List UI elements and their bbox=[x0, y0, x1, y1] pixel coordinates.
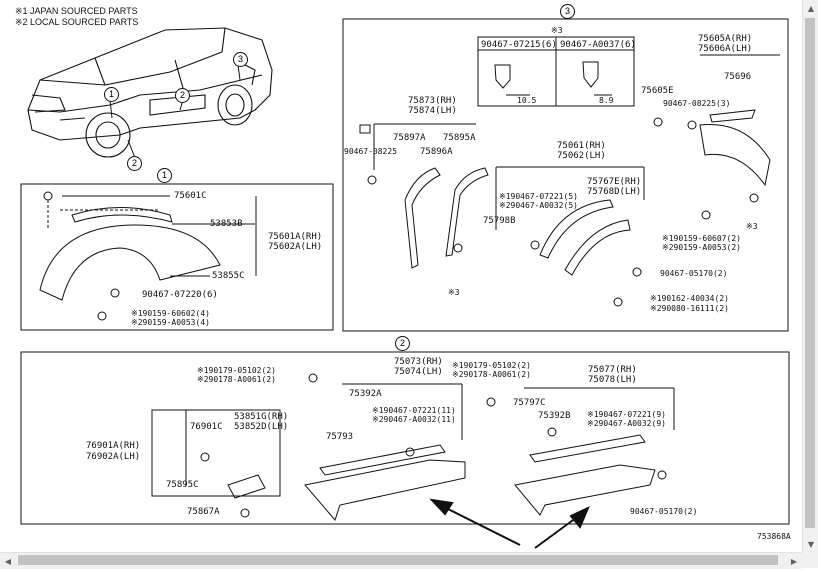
part-290467-9: ※290467-A0032(9) bbox=[587, 419, 666, 428]
part-190179a: ※190179-05102(2) bbox=[197, 366, 276, 375]
part-290467-5: ※290467-A0032(5) bbox=[499, 201, 578, 210]
part-190159-r: ※190159-60607(2) bbox=[662, 234, 741, 243]
clip1-part: 90467-07215(6) bbox=[481, 40, 557, 50]
scrollbar-corner bbox=[802, 552, 818, 568]
diagram-drawing bbox=[20, 18, 790, 549]
part-75895A: 75895A bbox=[443, 133, 476, 143]
part-53852D: 53852D(LH) bbox=[234, 422, 289, 432]
box-1-frame bbox=[20, 183, 334, 331]
part-75605A: 75605A(RH) bbox=[698, 34, 753, 44]
scroll-down-icon[interactable]: ▼ bbox=[807, 539, 815, 549]
callout-1: 1 bbox=[104, 87, 119, 102]
part-75767E: 75767E(RH) bbox=[587, 177, 642, 187]
part-90467-08225a: 90467-08225 bbox=[344, 147, 397, 156]
part-75874: 75874(LH) bbox=[408, 106, 457, 116]
scroll-up-icon[interactable]: ▲ bbox=[807, 3, 815, 13]
box-3-frame bbox=[342, 18, 789, 332]
part-75077: 75077(RH) bbox=[588, 365, 637, 375]
pointer-arrows bbox=[429, 498, 590, 549]
part-75897A: 75897A bbox=[393, 133, 426, 143]
part-75696: 75696 bbox=[724, 72, 752, 82]
part-75601A: 75601A(RH) bbox=[268, 232, 323, 242]
part-75605E: 75605E bbox=[641, 86, 674, 96]
box3-circle: 3 bbox=[560, 4, 575, 19]
part-75867A: 75867A bbox=[187, 507, 220, 517]
box2-rocker-moldings bbox=[185, 373, 675, 521]
part-290159-r: ※290159-A0053(2) bbox=[662, 243, 741, 252]
part-75073: 75073(RH) bbox=[394, 357, 443, 367]
part-75062: 75062(LH) bbox=[557, 151, 606, 161]
clip-note: ※3 bbox=[551, 26, 563, 35]
callout-2b: 2 bbox=[127, 156, 142, 171]
part-75392B: 75392B bbox=[538, 411, 571, 421]
part-76901A: 76901A(RH) bbox=[86, 441, 141, 451]
part-90467-07220: 90467-07220(6) bbox=[142, 290, 218, 300]
car-illustration bbox=[27, 27, 273, 158]
part-290080: ※290080-16111(2) bbox=[650, 304, 729, 313]
part-75798B: 75798B bbox=[483, 216, 516, 226]
box-2-frame bbox=[20, 351, 790, 525]
part-75768D: 75768D(LH) bbox=[587, 187, 642, 197]
part-90467-05170: 90467-05170(2) bbox=[660, 269, 728, 278]
horizontal-scroll-thumb[interactable] bbox=[18, 555, 778, 565]
box-2-inset-frame bbox=[151, 409, 281, 497]
part-190467-5: ※190467-07221(5) bbox=[499, 192, 578, 201]
part-75606A: 75606A(LH) bbox=[698, 44, 753, 54]
part-53853B: 53853B bbox=[210, 219, 243, 229]
part-75601C: 75601C bbox=[174, 191, 207, 201]
part-290178a: ※290178-A0061(2) bbox=[197, 375, 276, 384]
note-3a: ※3 bbox=[746, 222, 758, 231]
part-75895C: 75895C bbox=[166, 480, 199, 490]
part-290467-11: ※290467-A0032(11) bbox=[372, 415, 456, 424]
part-190467-9: ※190467-07221(9) bbox=[587, 410, 666, 419]
scroll-left-icon[interactable]: ◀ bbox=[4, 556, 12, 566]
box3-arch-moldings bbox=[359, 54, 780, 307]
part-75873: 75873(RH) bbox=[408, 96, 457, 106]
part-75602A: 75602A(LH) bbox=[268, 242, 323, 252]
clip2-dim: 8.9 bbox=[599, 96, 614, 105]
clip1-dim: 10.5 bbox=[517, 96, 537, 105]
part-75896A: 75896A bbox=[420, 147, 453, 157]
part-190162: ※190162-40034(2) bbox=[650, 294, 729, 303]
box2-circle: 2 bbox=[395, 336, 410, 351]
part-90467-08225b: 90467-08225(3) bbox=[663, 99, 731, 108]
part-53855C: 53855C bbox=[212, 271, 245, 281]
note-local: ※2 LOCAL SOURCED PARTS bbox=[15, 17, 139, 27]
vertical-scroll-thumb[interactable] bbox=[805, 18, 815, 528]
box1-circle: 1 bbox=[157, 168, 172, 183]
part-75797C: 75797C bbox=[513, 398, 546, 408]
part-190159: ※190159-60602(4) bbox=[131, 309, 210, 318]
part-75793: 75793 bbox=[326, 432, 354, 442]
scroll-right-icon[interactable]: ▶ bbox=[790, 556, 798, 566]
part-290178b: ※290178-A0061(2) bbox=[452, 370, 531, 379]
part-75078: 75078(LH) bbox=[588, 375, 637, 385]
part-75061: 75061(RH) bbox=[557, 141, 606, 151]
part-290159: ※290159-A0053(4) bbox=[131, 318, 210, 327]
part-190179b: ※190179-05102(2) bbox=[452, 361, 531, 370]
parts-diagram: ※1 JAPAN SOURCED PARTS ※2 LOCAL SOURCED … bbox=[15, 4, 791, 549]
part-76902A: 76902A(LH) bbox=[86, 452, 141, 462]
note-3b: ※3 bbox=[448, 288, 460, 297]
part-190467-11: ※190467-07221(11) bbox=[372, 406, 456, 415]
clip2-part: 90467-A0037(6) bbox=[560, 40, 636, 50]
part-76901C: 76901C bbox=[190, 422, 223, 432]
part-53851G: 53851G(RH) bbox=[234, 412, 289, 422]
part-75074: 75074(LH) bbox=[394, 367, 443, 377]
callout-2: 2 bbox=[175, 88, 190, 103]
figure-id: 753868A bbox=[757, 532, 791, 541]
box1-fender-liner bbox=[39, 191, 257, 321]
note-japan: ※1 JAPAN SOURCED PARTS bbox=[15, 6, 138, 16]
callout-3: 3 bbox=[233, 52, 248, 67]
part-75392A: 75392A bbox=[349, 389, 382, 399]
part-90467-05170b: 90467-05170(2) bbox=[630, 507, 698, 516]
